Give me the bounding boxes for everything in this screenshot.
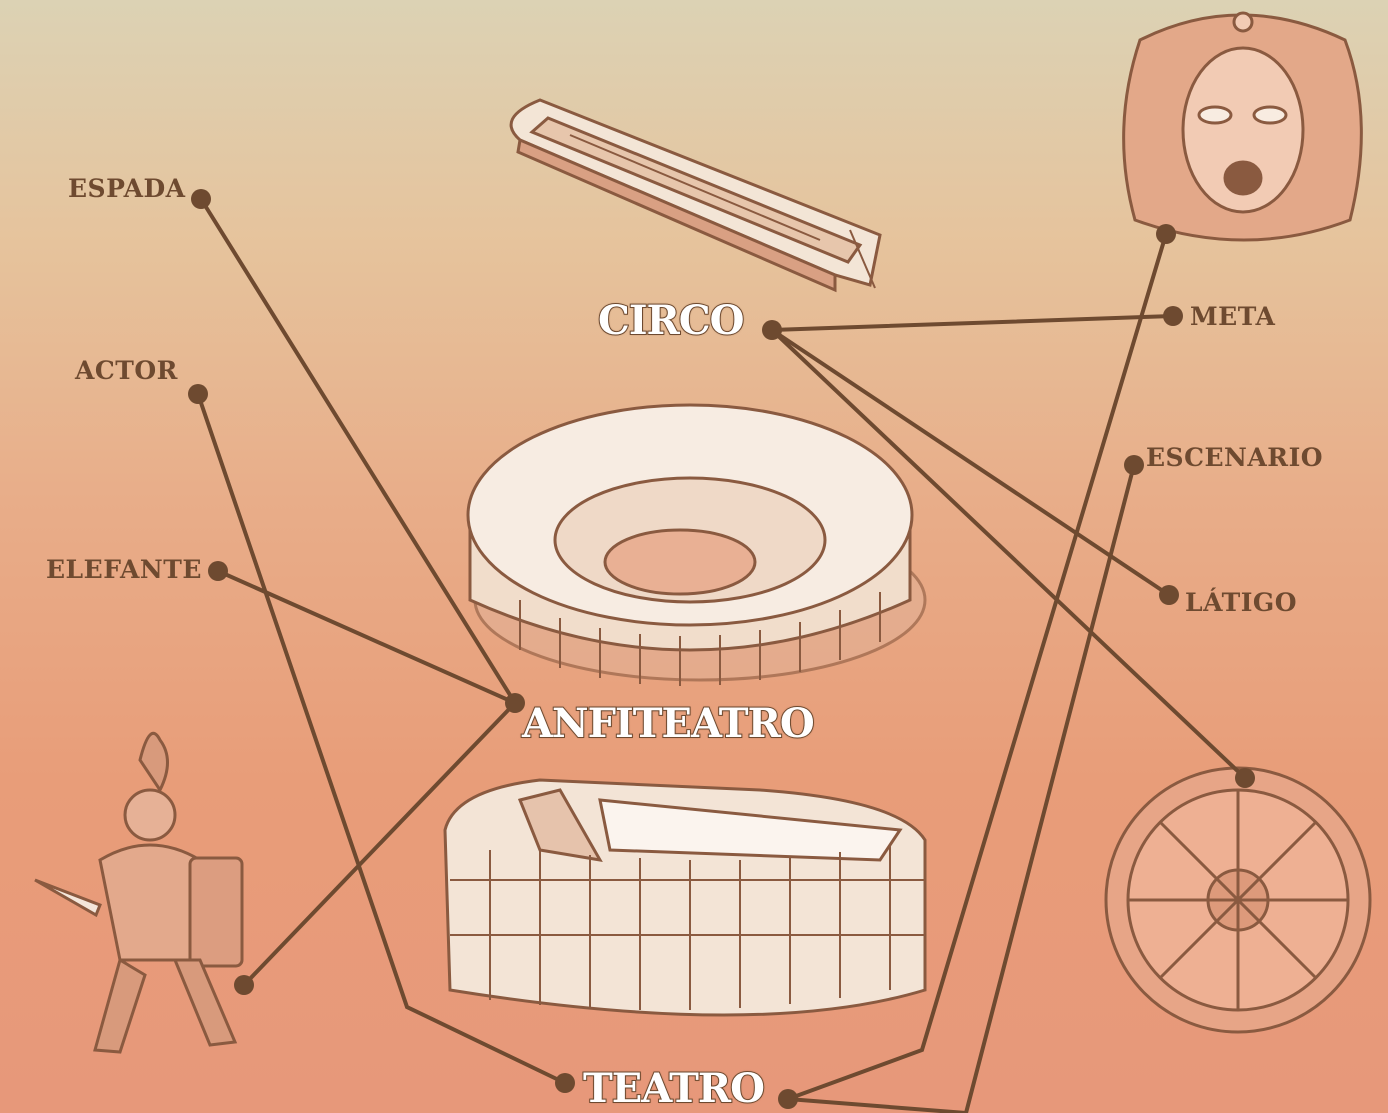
line-gladiator-anfiteatro <box>242 701 517 987</box>
venue-anfiteatro: ANFITEATRO <box>521 699 816 748</box>
dot-wheel <box>1235 768 1255 788</box>
dot-escenario <box>1124 455 1144 475</box>
theatre-mask-icon <box>1122 11 1363 242</box>
amphitheatre-icon <box>466 403 927 686</box>
theatre-icon <box>443 778 927 1017</box>
dot-gladiator <box>234 975 254 995</box>
dot-elefante <box>208 561 228 581</box>
line-circo-latigo <box>770 328 1171 597</box>
dot-espada <box>191 189 211 209</box>
dot-circo <box>762 320 782 340</box>
venue-circo: CIRCO <box>597 296 745 345</box>
dot-teatro <box>778 1089 798 1109</box>
dot-meta <box>1163 306 1183 326</box>
term-espada: ESPADA <box>68 174 186 203</box>
line-actor-teatro <box>196 392 567 1085</box>
term-elefante: ELEFANTE <box>46 555 202 584</box>
dot-teatro-left <box>555 1073 575 1093</box>
chariot-wheel-icon <box>1104 766 1372 1034</box>
dot-mask <box>1156 224 1176 244</box>
gladiator-icon <box>34 731 244 1054</box>
line-espada-anfiteatro <box>199 197 517 705</box>
line-teatro-escenario <box>786 463 1136 1113</box>
line-circo-wheel <box>770 328 1247 780</box>
line-teatro-mask <box>786 232 1168 1101</box>
circus-maximus-icon <box>509 98 882 293</box>
term-actor: ACTOR <box>75 356 178 385</box>
dot-latigo <box>1159 585 1179 605</box>
dot-actor <box>188 384 208 404</box>
line-circo-meta <box>770 314 1175 332</box>
term-meta: META <box>1190 302 1276 331</box>
term-latigo: LÁTIGO <box>1185 588 1298 617</box>
dot-anfiteatro <box>505 693 525 713</box>
connector-lines <box>196 197 1247 1113</box>
top-cutoff-text <box>0 0 1388 12</box>
venue-teatro: TEATRO <box>582 1064 766 1113</box>
term-escenario: ESCENARIO <box>1146 443 1324 472</box>
